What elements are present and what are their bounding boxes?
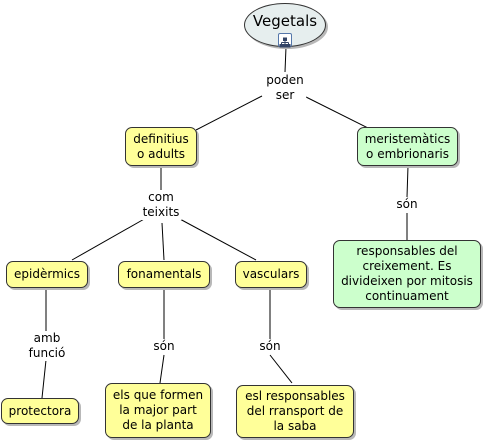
node-fonamentals-description[interactable]: els que formen la major part de la plant… [105,383,211,438]
node-vasculars-description[interactable]: esl responsables del rransport de la sab… [236,385,354,438]
node-meristematics[interactable]: meristemàtics o embrionaris [357,127,458,166]
root-title: Vegetals [252,12,318,30]
node-definitius[interactable]: definitius o adults [125,127,197,166]
link-label-son-fonamentals: són [151,339,177,354]
node-vasculars[interactable]: vasculars [235,261,307,288]
node-meristematics-description[interactable]: responsables del creixement. Es divideix… [333,240,481,308]
node-epidermics[interactable]: epidèrmics [6,261,88,288]
hierarchy-icon[interactable] [278,33,292,48]
node-fonamentals[interactable]: fonamentals [118,261,210,288]
link-label-amb-funcio: amb funció [26,331,68,361]
node-protectora[interactable]: protectora [1,398,79,424]
link-label-poden-ser: poden ser [264,73,306,103]
link-label-son-meristematics: són [394,197,420,212]
link-label-son-vasculars: són [257,339,283,354]
link-label-com-teixits: com teixits [140,190,182,220]
root-node-vegetals[interactable]: Vegetals [244,3,326,48]
